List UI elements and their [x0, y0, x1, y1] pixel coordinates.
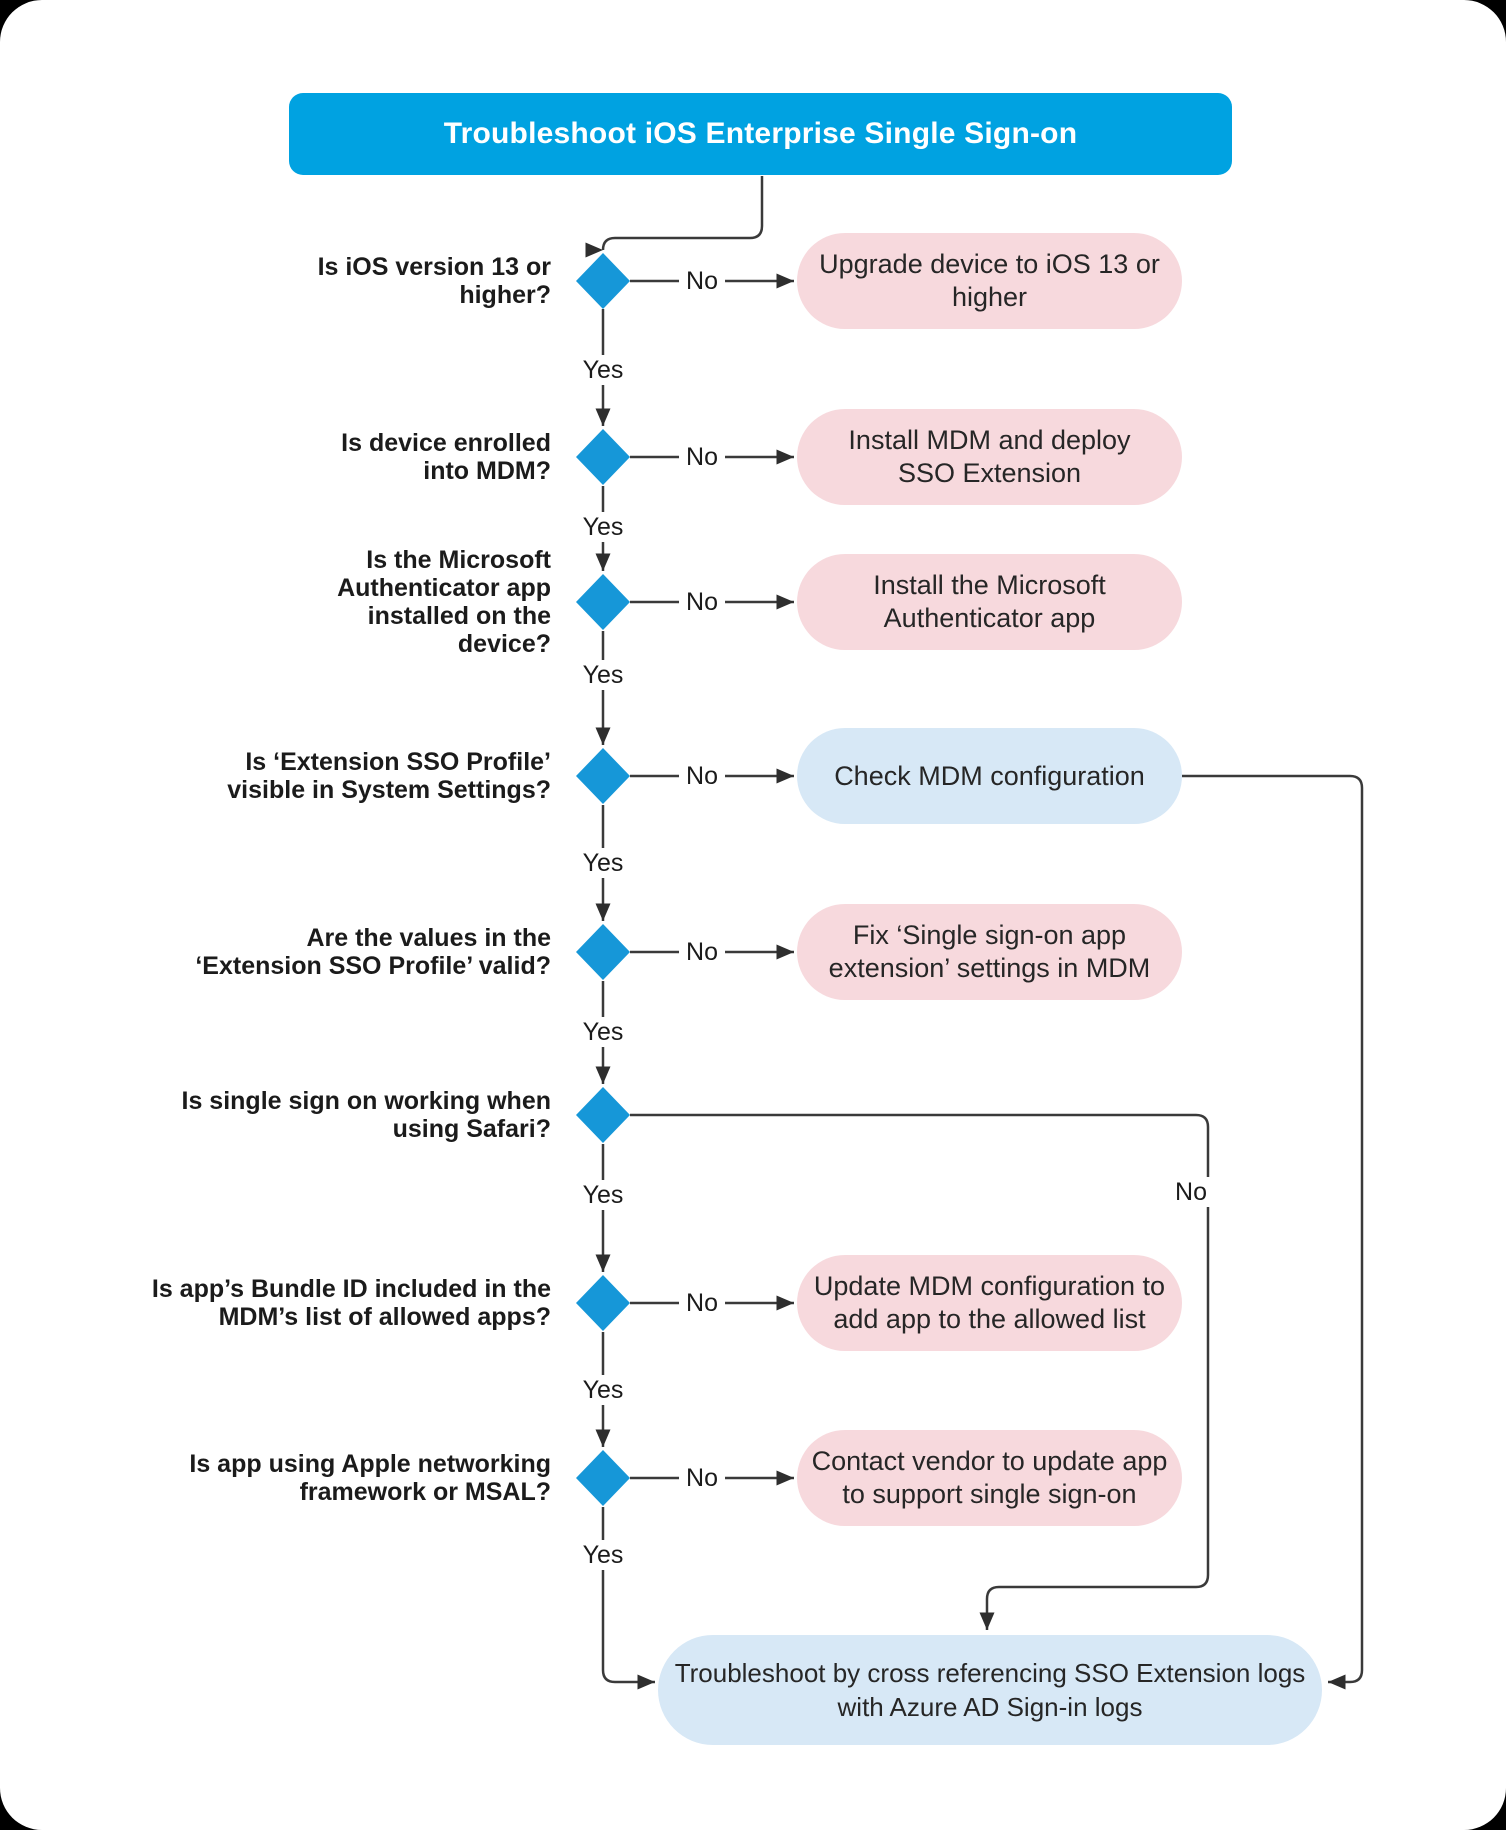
no-label-q7: No — [679, 1288, 725, 1318]
result-fix-sso-settings: Fix ‘Single sign-on app extension’ setti… — [797, 904, 1182, 1000]
result-check-mdm-config: Check MDM configuration — [797, 728, 1182, 824]
no-label-q5: No — [679, 937, 725, 967]
question-safari-sso: Is single sign on working when using Saf… — [181, 1087, 551, 1143]
question-ios-version: Is iOS version 13 or higher? — [317, 253, 551, 309]
decision-diamond-q4 — [576, 748, 630, 804]
final-troubleshoot-box: Troubleshoot by cross referencing SSO Ex… — [658, 1635, 1322, 1745]
decision-diamond-q3 — [576, 574, 630, 630]
question-sso-profile-visible: Is ‘Extension SSO Profile’ visible in Sy… — [227, 748, 551, 804]
yes-label-q4: Yes — [575, 848, 631, 878]
question-authenticator: Is the Microsoft Authenticator app insta… — [337, 546, 551, 658]
decision-diamond-q1 — [576, 253, 630, 309]
question-sso-profile-valid: Are the values in the ‘Extension SSO Pro… — [195, 924, 551, 980]
no-label-q8: No — [679, 1463, 725, 1493]
question-mdm-enrolled: Is device enrolled into MDM? — [341, 429, 551, 485]
result-upgrade-ios: Upgrade device to iOS 13 or higher — [797, 233, 1182, 329]
yes-label-q6: Yes — [575, 1180, 631, 1210]
decision-diamond-q5 — [576, 924, 630, 980]
question-bundle-id: Is app’s Bundle ID included in the MDM’s… — [151, 1275, 551, 1331]
yes-label-q3: Yes — [575, 660, 631, 690]
connector-q6-no-to-final — [630, 1113, 1210, 1630]
title-box: Troubleshoot iOS Enterprise Single Sign-… — [289, 93, 1232, 175]
decision-diamond-q6 — [576, 1087, 630, 1143]
no-label-q3: No — [679, 587, 725, 617]
yes-label-q5: Yes — [575, 1017, 631, 1047]
connector-q8-yes-to-final — [601, 1507, 655, 1690]
no-label-q2: No — [679, 442, 725, 472]
connector-check-mdm-to-final — [1182, 774, 1364, 1690]
result-install-authenticator: Install the Microsoft Authenticator app — [797, 554, 1182, 650]
connector-title-to-q1 — [595, 176, 764, 251]
yes-label-q1: Yes — [575, 355, 631, 385]
decision-diamond-q2 — [576, 429, 630, 485]
question-apple-framework: Is app using Apple networking framework … — [189, 1450, 551, 1506]
yes-label-q8: Yes — [575, 1540, 631, 1570]
no-label-q1: No — [679, 266, 725, 296]
result-update-mdm-config: Update MDM configuration to add app to t… — [797, 1255, 1182, 1351]
no-label-q4: No — [679, 761, 725, 791]
result-install-mdm: Install MDM and deploy SSO Extension — [797, 409, 1182, 505]
yes-label-q2: Yes — [575, 512, 631, 542]
decision-diamond-q8 — [576, 1450, 630, 1506]
decision-diamond-q7 — [576, 1275, 630, 1331]
yes-label-q7: Yes — [575, 1375, 631, 1405]
result-contact-vendor: Contact vendor to update app to support … — [797, 1430, 1182, 1526]
no-label-q6: No — [1168, 1177, 1214, 1207]
